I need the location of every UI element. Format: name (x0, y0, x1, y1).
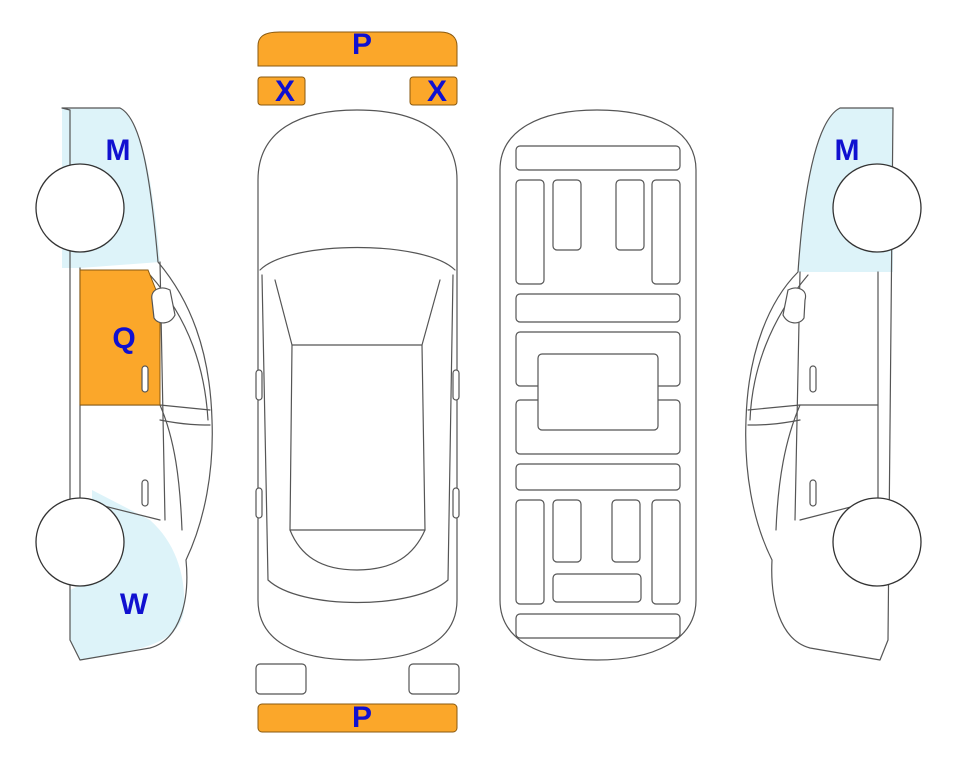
right-front-fender-label: M (835, 134, 860, 167)
right-fog-light-damage[interactable] (409, 76, 458, 106)
left-rear-door-handle-icon (141, 479, 149, 507)
left-rear-quarter-label: W (120, 588, 149, 621)
left-side-view: M Q W (35, 107, 213, 661)
right-front-wheel-icon[interactable] (832, 163, 922, 253)
top-car-body (257, 109, 458, 661)
underbody-view (499, 109, 697, 661)
left-rear-wheel-icon[interactable] (35, 497, 125, 587)
left-front-door-handle-icon (141, 365, 149, 393)
rear-bumper-label: P (352, 701, 372, 734)
left-fog-light-damage[interactable] (257, 76, 306, 106)
right-fog-light-label: X (427, 75, 447, 108)
right-front-door-handle-icon (809, 365, 817, 393)
right-rear-door-handle-icon (809, 479, 817, 507)
right-rear-wheel-icon[interactable] (832, 497, 922, 587)
top-view: P X X P (255, 28, 460, 734)
underbody-outline (499, 109, 697, 661)
left-mirror-icon (151, 287, 176, 324)
front-bumper-label: P (352, 28, 372, 61)
front-bumper-damage[interactable] (257, 31, 458, 67)
rear-bumper-damage[interactable] (257, 703, 458, 733)
left-front-wheel-icon[interactable] (35, 163, 125, 253)
left-fog-light-label: X (275, 75, 295, 108)
left-front-fender-label: M (106, 134, 131, 167)
left-rear-light-icon[interactable] (255, 663, 307, 695)
right-mirror-icon (782, 287, 807, 324)
right-rear-light-icon[interactable] (408, 663, 460, 695)
left-front-door-damage[interactable] (79, 269, 161, 406)
left-front-door-label: Q (112, 322, 135, 355)
right-side-view: M (745, 107, 922, 661)
